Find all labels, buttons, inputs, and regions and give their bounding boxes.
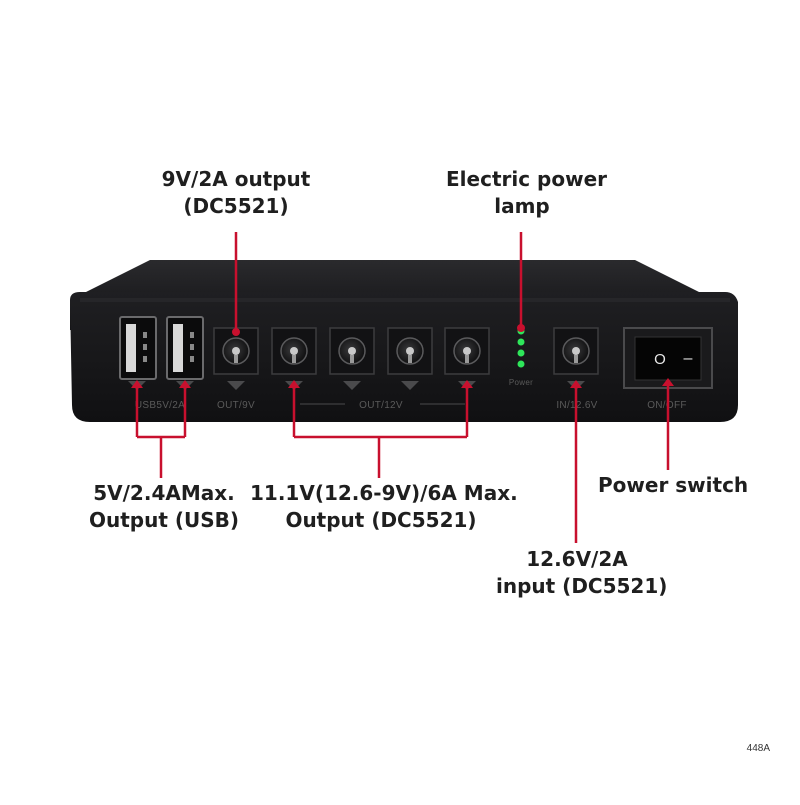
dc-jack-input <box>553 327 599 375</box>
callout-markers <box>131 324 674 388</box>
dc-jack-out12v <box>444 327 490 375</box>
usb-port <box>119 316 157 380</box>
callout-lines <box>135 232 670 543</box>
switch-off-symbol: O <box>654 351 666 368</box>
product-code: 448A <box>746 743 770 754</box>
dc-jack-out12v <box>329 327 375 375</box>
dc-jack-out12v <box>387 327 433 375</box>
label-12v-output: 11.1V(12.6-9V)/6A Max. Output (DC5521) <box>250 481 518 532</box>
label-input: 12.6V/2A input (DC5521) <box>496 547 668 598</box>
usb-port <box>166 316 204 380</box>
panel-label-out12v: OUT/12V <box>359 400 403 411</box>
switch-on-symbol: – <box>684 350 693 367</box>
dc-jack-out12v <box>271 327 317 375</box>
label-9v-output: 9V/2A output (DC5521) <box>161 167 311 218</box>
label-power-switch: Power switch <box>598 473 749 497</box>
panel-label-usb: USB5V/2A <box>135 400 185 411</box>
label-usb-output: 5V/2.4AMax. Output (USB) <box>88 481 240 532</box>
panel-label-out9v: OUT/9V <box>217 400 255 411</box>
panel-label-power: Power <box>509 378 533 387</box>
label-power-lamp: Electric power lamp <box>446 167 607 218</box>
